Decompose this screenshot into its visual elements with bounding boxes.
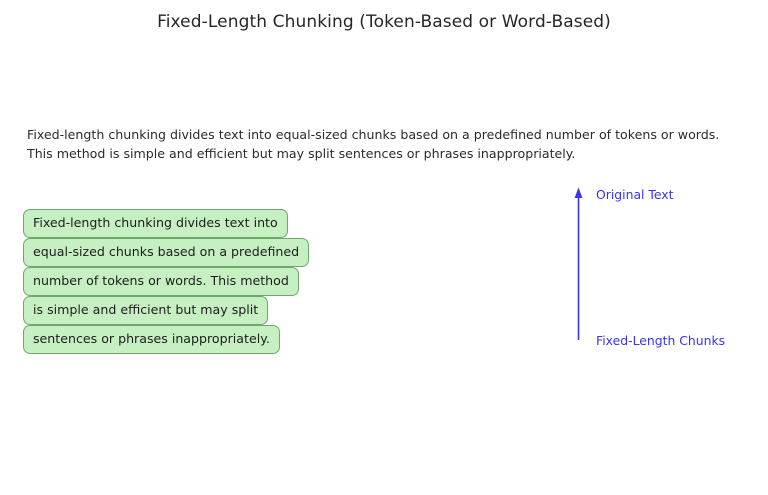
description-line-1: Fixed-length chunking divides text into … [27, 127, 720, 142]
chunk-box-3: number of tokens or words. This method [23, 267, 299, 296]
chunk-row: equal-sized chunks based on a predefined [23, 238, 363, 267]
page-title: Fixed-Length Chunking (Token-Based or Wo… [157, 12, 611, 32]
chunk-box-5: sentences or phrases inappropriately. [23, 325, 280, 354]
chunk-box-2: equal-sized chunks based on a predefined [23, 238, 310, 267]
chunk-row: sentences or phrases inappropriately. [23, 325, 363, 354]
chunk-row: is simple and efficient but may split [23, 296, 363, 325]
flow-axis [570, 186, 590, 344]
up-arrow-icon [574, 187, 583, 340]
description-paragraph: Fixed-length chunking divides text into … [27, 125, 747, 163]
chunk-list: Fixed-length chunking divides text into … [23, 209, 363, 354]
axis-label-original-text: Original Text [596, 187, 674, 202]
chunk-row: Fixed-length chunking divides text into [23, 209, 363, 238]
description-line-2: This method is simple and efficient but … [27, 146, 576, 161]
chunk-box-1: Fixed-length chunking divides text into [23, 209, 288, 238]
chunk-box-4: is simple and efficient but may split [23, 296, 269, 325]
axis-label-fixed-length-chunks: Fixed-Length Chunks [596, 333, 726, 348]
chunk-row: number of tokens or words. This method [23, 267, 363, 296]
